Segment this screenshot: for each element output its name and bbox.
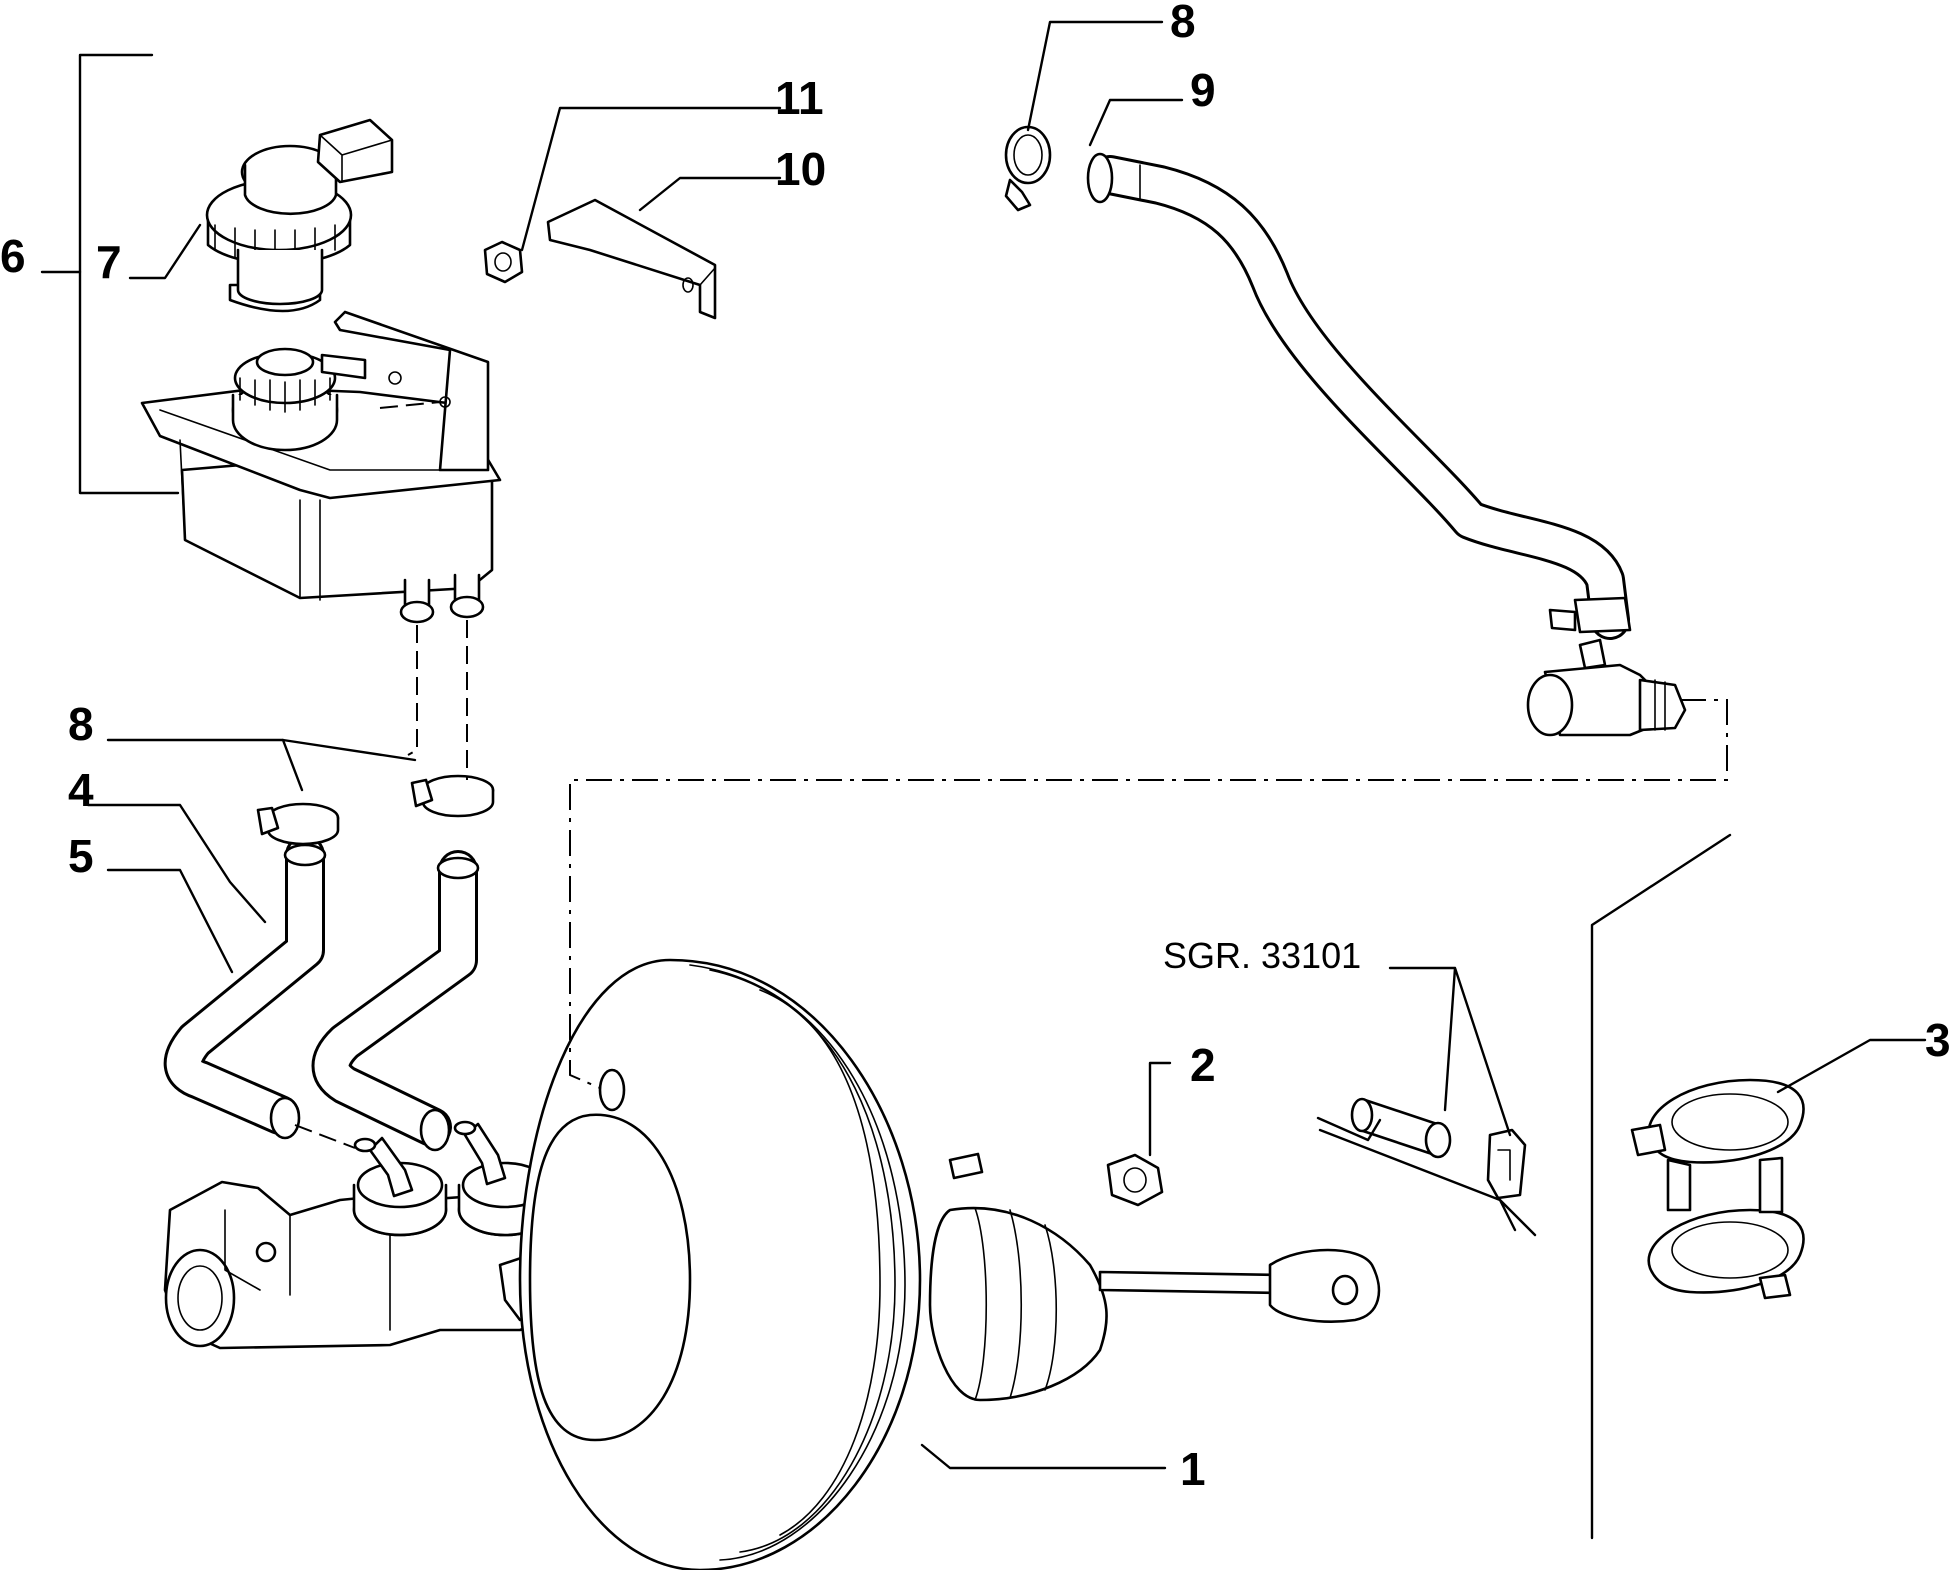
callout-1: 1	[1180, 1443, 1206, 1495]
hose-4	[311, 850, 480, 1152]
bracket-10	[546, 198, 717, 320]
callout-2: 2	[1190, 1039, 1216, 1091]
callout-8-upper: 8	[1170, 0, 1196, 47]
hose-5	[163, 835, 327, 1140]
nut-11	[483, 240, 524, 284]
group-bracket-6	[78, 53, 180, 495]
pin-and-clip	[1350, 1097, 1527, 1200]
brake-fluid-reservoir	[140, 310, 502, 624]
leader-lines	[86, 20, 1927, 1470]
callout-5: 5	[68, 830, 94, 882]
callout-10: 10	[775, 143, 826, 195]
hose-clamp-right	[410, 774, 495, 818]
divider-line	[1590, 833, 1732, 1540]
callout-8-lower: 8	[68, 698, 94, 750]
reservoir-cap	[205, 118, 394, 313]
callout-11: 11	[775, 72, 824, 124]
nut-2	[1106, 1153, 1164, 1207]
callout-4: 4	[68, 764, 94, 816]
callout-9: 9	[1190, 64, 1216, 116]
hose-clamp-upper	[1004, 125, 1052, 212]
reference-label: SGR. 33101	[1163, 935, 1361, 976]
callout-7: 7	[96, 236, 122, 288]
assembly-line-vacuum	[569, 699, 1728, 1089]
brake-booster	[518, 958, 1381, 1572]
vacuum-hose	[1086, 152, 1687, 737]
clip-3	[1630, 1078, 1805, 1300]
callout-3: 3	[1925, 1014, 1951, 1066]
hose-clamp-left	[256, 802, 340, 846]
callout-6: 6	[0, 230, 26, 282]
